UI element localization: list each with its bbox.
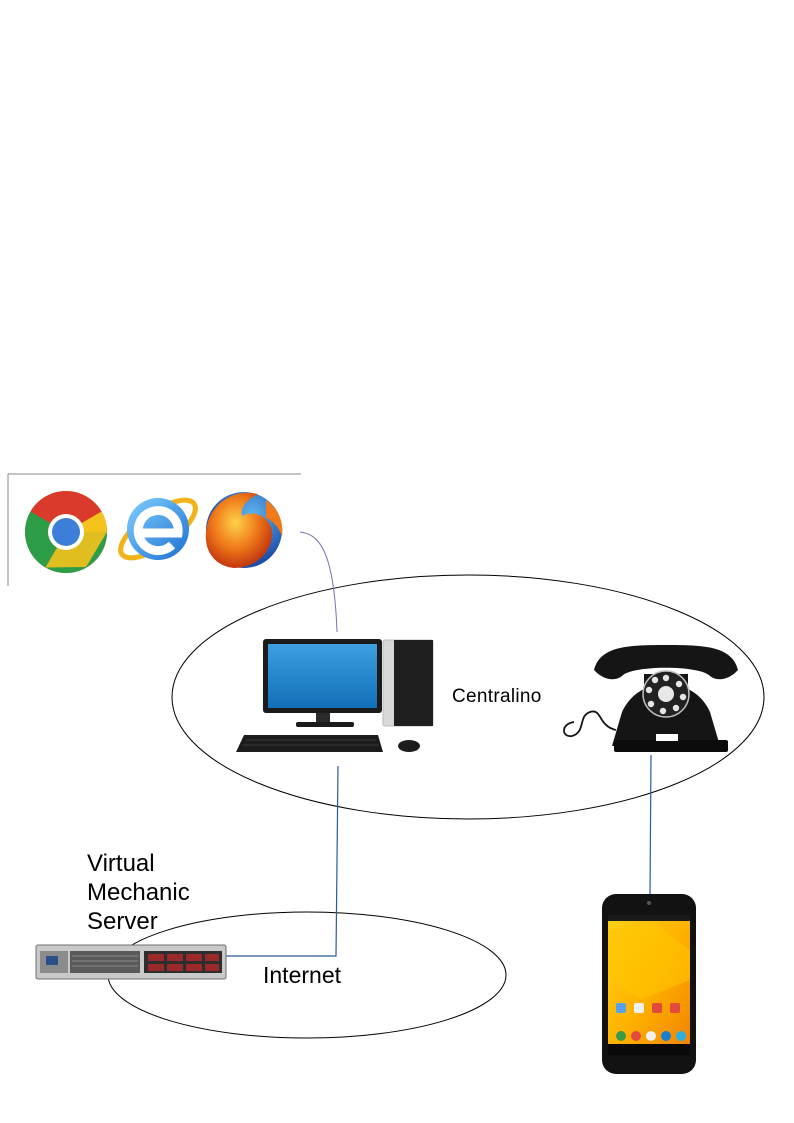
rotary-telephone-icon [563,645,738,752]
firefox-icon [205,492,283,568]
virtual-mechanic-server-label: Virtual Mechanic Server [87,849,190,936]
internet-explorer-icon [118,497,198,561]
server-label-line: Virtual [87,850,155,877]
browser-to-computer-connector [299,531,338,633]
telephone-to-smartphone-connector [649,754,652,896]
centralino-label: Centralino [452,686,542,707]
centralino-network-ellipse [171,574,765,820]
smartphone-icon [602,894,696,1074]
rack-server-icon [35,944,227,980]
browser-frame [7,473,301,586]
computer-to-server-connector [222,765,339,957]
internet-label: Internet [263,962,341,988]
desktop-computer-icon [236,639,434,752]
server-label-line: Server [87,908,158,935]
chrome-icon [25,491,107,573]
server-label-line: Mechanic [87,879,190,906]
